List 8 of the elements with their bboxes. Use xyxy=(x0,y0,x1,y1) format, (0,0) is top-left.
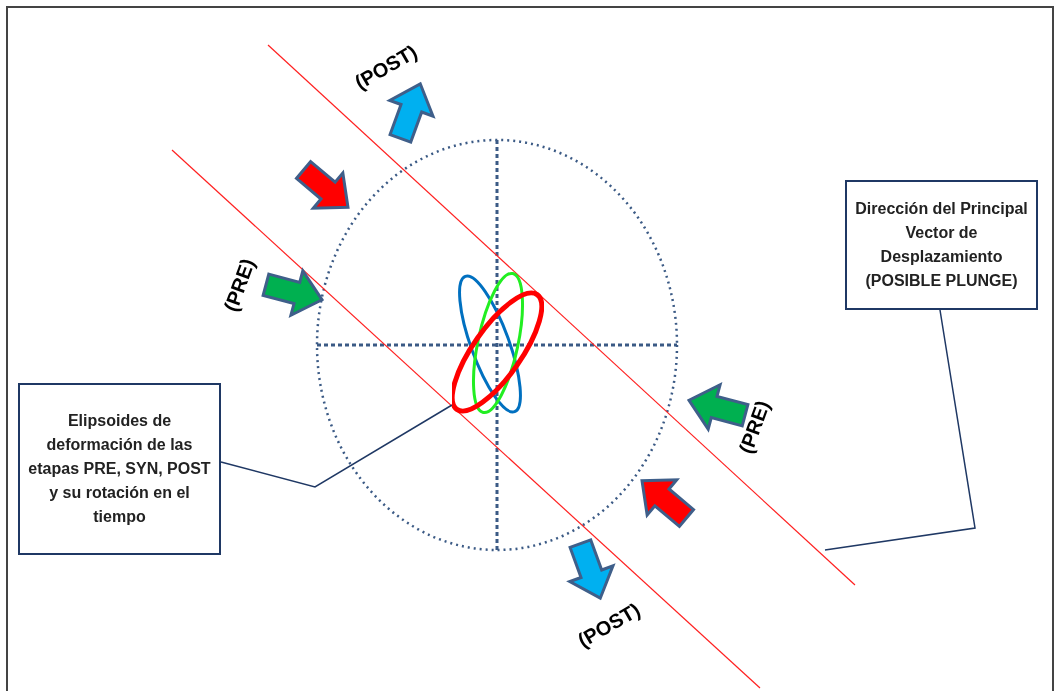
callout-text: Elipsoides de deformación de las etapas PRE, SYN, POST y su rotación en el tiempo xyxy=(28,411,211,527)
stage-label: (PRE) xyxy=(218,254,260,316)
callout-box xyxy=(18,383,221,555)
leader-line xyxy=(824,309,976,551)
callout-box xyxy=(845,180,1038,310)
stage-label: (PRE) xyxy=(733,396,775,458)
callout-text: Dirección del Principal Vector de Desplazamiento (POSIBLE PLUNGE) xyxy=(855,199,1028,291)
leader-line xyxy=(220,404,453,488)
